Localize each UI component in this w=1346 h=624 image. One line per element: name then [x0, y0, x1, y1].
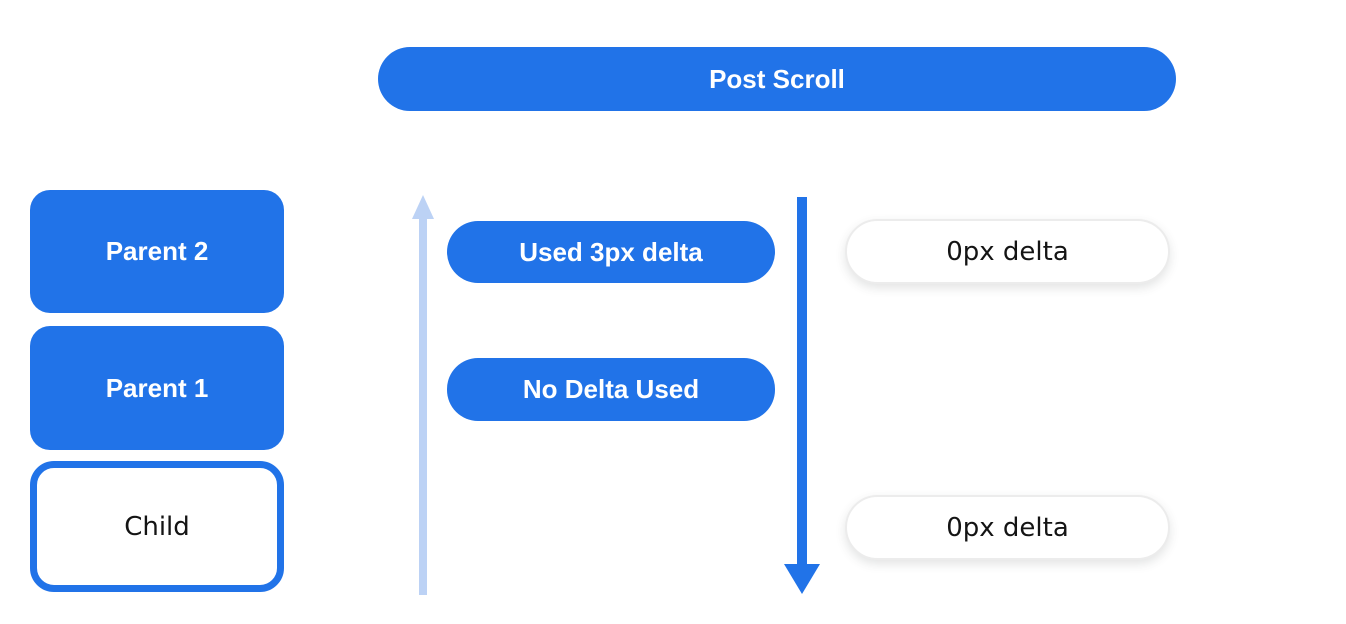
- zero-delta-top-label: 0px delta: [946, 236, 1069, 267]
- parent2-box: Parent 2: [30, 190, 284, 313]
- down-arrow-head: [784, 564, 820, 594]
- up-arrow-shaft: [419, 217, 427, 595]
- used-delta-pill: Used 3px delta: [447, 221, 775, 283]
- down-arrow-shaft: [797, 197, 807, 566]
- no-delta-label: No Delta Used: [522, 374, 700, 404]
- no-delta-pill: No Delta Used: [447, 358, 775, 421]
- parent2-label: Parent 2: [105, 236, 209, 266]
- down-arrow-icon: [784, 197, 820, 594]
- child-box: Child: [30, 461, 284, 592]
- post-scroll-title: Post Scroll: [709, 63, 845, 94]
- used-delta-label: Used 3px delta: [519, 236, 703, 267]
- zero-delta-pill-bottom: 0px delta: [845, 495, 1170, 560]
- zero-delta-bottom-label: 0px delta: [946, 512, 1069, 543]
- up-arrow-icon: [408, 195, 438, 595]
- child-label: Child: [124, 511, 190, 542]
- parent1-box: Parent 1: [30, 326, 284, 450]
- post-scroll-header: Post Scroll: [378, 47, 1176, 111]
- zero-delta-pill-top: 0px delta: [845, 219, 1170, 284]
- up-arrow-head: [412, 195, 434, 219]
- parent1-label: Parent 1: [105, 372, 209, 403]
